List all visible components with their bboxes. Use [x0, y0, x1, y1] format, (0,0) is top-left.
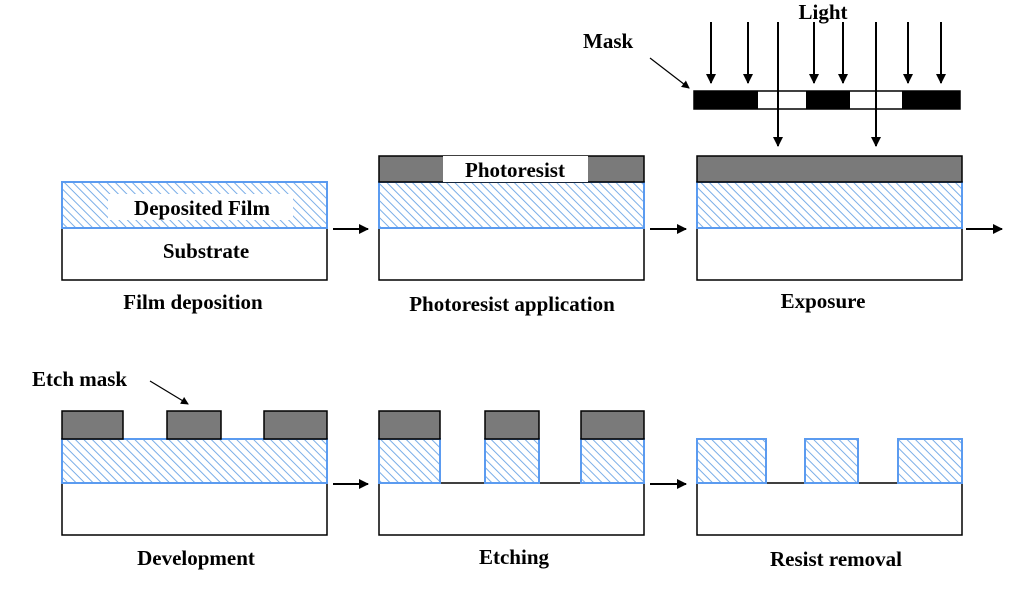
step-caption-exposure: Exposure	[781, 289, 866, 313]
step-resist-removal: Resist removal	[696, 438, 963, 571]
step-caption-etching: Etching	[479, 545, 550, 569]
etch-mask-block	[580, 410, 645, 440]
light-rays-blocked	[706, 22, 946, 84]
step-photoresist-application: Photoresist Photoresist application	[378, 155, 645, 316]
deposited-film-layer	[378, 181, 645, 229]
mask-opaque-segment	[902, 91, 960, 109]
deposited-film-layer	[61, 438, 328, 484]
film-feature	[897, 438, 963, 484]
film-feature	[804, 438, 859, 484]
substrate-layer	[61, 227, 328, 281]
substrate-label: Substrate	[163, 239, 249, 263]
photoresist-label-bg	[443, 156, 588, 182]
mask-pointer	[649, 57, 690, 89]
step-exposure: Light Mask Exposure	[583, 0, 963, 313]
step-caption-resist-removal: Resist removal	[770, 547, 902, 571]
substrate-layer	[696, 227, 963, 281]
substrate-layer	[61, 482, 328, 536]
etch-mask-pointer	[149, 380, 189, 405]
film-feature	[696, 438, 767, 484]
etch-mask-label: Etch mask	[32, 367, 127, 391]
step-caption-development: Development	[137, 546, 255, 570]
film-feature	[580, 438, 645, 484]
film-feature	[484, 438, 540, 484]
step-development: Etch mask Development	[32, 367, 328, 570]
substrate-layer	[378, 227, 645, 281]
photomask	[693, 90, 961, 110]
deposited-film-label-bg	[108, 194, 293, 220]
etch-mask-block	[61, 410, 124, 440]
step-caption-film-deposition: Film deposition	[123, 290, 263, 314]
film-feature	[378, 438, 441, 484]
etch-mask-block	[166, 410, 222, 440]
photoresist-layer	[696, 155, 963, 183]
photoresist-label: Photoresist	[465, 158, 565, 182]
etch-mask-block	[378, 410, 441, 440]
etch-mask-block	[263, 410, 328, 440]
deposited-film-label: Deposited Film	[134, 196, 270, 220]
step-film-deposition: Deposited Film Substrate Film deposition	[61, 181, 328, 314]
light-label: Light	[798, 0, 847, 24]
substrate-layer	[378, 482, 645, 536]
step-caption-photoresist-application: Photoresist application	[409, 292, 615, 316]
mask-opaque-segment	[806, 91, 850, 109]
light-rays-transmitted	[773, 22, 881, 147]
etch-mask-block	[484, 410, 540, 440]
mask-opaque-segment	[694, 91, 758, 109]
deposited-film-layer	[696, 181, 963, 229]
step-etching: Etching	[378, 410, 645, 569]
mask-label: Mask	[583, 29, 633, 53]
substrate-layer	[696, 482, 963, 536]
